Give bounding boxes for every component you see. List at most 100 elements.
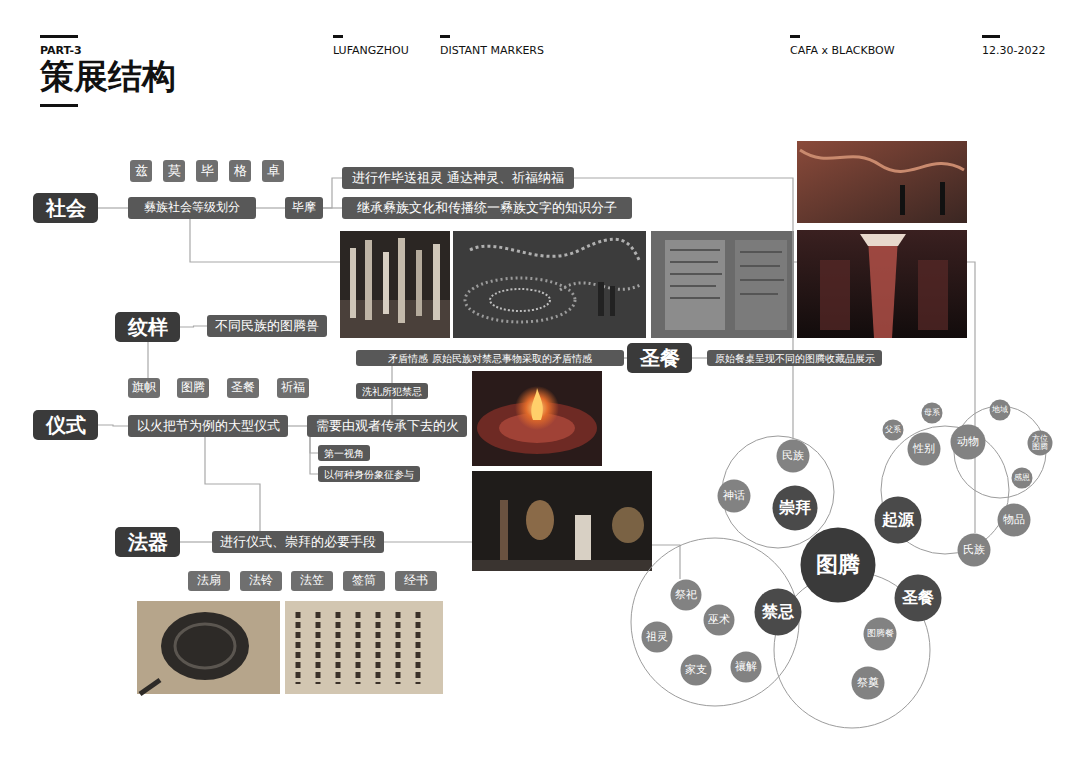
node-text: 氏族 — [963, 544, 985, 556]
info-box: 兹 — [130, 160, 152, 182]
info-box: 彝族社会等级划分 — [128, 197, 256, 219]
node-text: 进行作毕送祖灵 通达神灵、祈福纳福 — [352, 171, 564, 185]
category-box: 圣餐 — [627, 343, 692, 373]
bubble-fill — [908, 433, 941, 466]
topic-bubble: 动物 — [950, 424, 986, 460]
topic-bubble: 图腾餐 — [863, 617, 897, 651]
node-text: 矛盾情感 原始民族对禁忌事物采取的矛盾情感 — [388, 353, 591, 364]
connector — [310, 437, 318, 474]
node-text: 崇拜 — [779, 499, 811, 517]
node-text: 毕 — [201, 164, 214, 178]
node-text: 原始餐桌呈现不同的图腾收藏品展示 — [715, 353, 875, 364]
node-text: 仪式 — [46, 414, 86, 436]
info-box: 继承彝族文化和传播统一彝族文字的知识分子 — [342, 197, 632, 219]
info-box: 法铃 — [240, 571, 282, 591]
node-text: 图腾 — [816, 553, 860, 577]
topic-bubble: 感恩 — [1011, 467, 1033, 489]
header-label: LUFANGZHOU — [333, 44, 409, 57]
connector — [288, 425, 307, 426]
bubble-fill — [875, 497, 922, 544]
node-text: 社会 — [46, 197, 86, 219]
bubble-fill — [990, 400, 1011, 421]
node-text: 性别 — [913, 443, 935, 455]
info-box: 圣餐 — [227, 378, 259, 398]
topic-bubble: 祖灵 — [641, 621, 673, 653]
node-text: 格 — [234, 164, 247, 178]
node-text: 感恩 — [1014, 474, 1030, 483]
node-text: 父系 — [885, 426, 901, 435]
connector — [310, 437, 318, 453]
node-text: 莫 — [168, 164, 181, 178]
node-text: 法扇 — [197, 574, 221, 587]
node-text: 母系 — [924, 409, 940, 418]
node-text: 禳解 — [735, 661, 757, 673]
node-text: 第一视角 — [324, 448, 364, 459]
topic-bubble: 民族 — [776, 439, 810, 473]
node-text: 巫术 — [708, 614, 730, 626]
connector — [180, 541, 212, 542]
node-text: 神话 — [723, 490, 745, 502]
header-label: CAFA x BLACKBOW — [790, 44, 895, 57]
node-text: 动物 — [957, 436, 979, 448]
bubble-fill — [852, 667, 885, 700]
node-text: 祭奠 — [857, 677, 879, 689]
node-text: 圣餐 — [902, 589, 934, 607]
node-text: 洗礼所犯禁忌 — [362, 386, 422, 397]
topic-bubble: 物品 — [997, 503, 1031, 537]
category-box: 仪式 — [33, 410, 98, 440]
info-box: 洗礼所犯禁忌 — [356, 383, 428, 399]
topic-bubble: 母系 — [921, 402, 943, 424]
info-box: 以火把节为例的大型仪式 — [128, 415, 288, 437]
topic-bubble: 祭祀 — [670, 579, 702, 611]
node-text: 民族 — [782, 450, 804, 462]
node-text: 经书 — [404, 574, 428, 587]
node-text: 毕摩 — [292, 201, 316, 214]
category-box: 法器 — [115, 527, 180, 557]
info-box: 签筒 — [343, 571, 385, 591]
topic-bubble: 父系 — [882, 419, 904, 441]
bubble-fill — [777, 440, 810, 473]
node-text: 圣餐 — [640, 347, 680, 369]
node-text: 地域 — [992, 406, 1008, 415]
topic-bubble: 禳解 — [730, 651, 762, 683]
node-text: 以火把节为例的大型仪式 — [137, 419, 280, 433]
info-box: 进行作毕送祖灵 通达神灵、祈福纳福 — [342, 167, 574, 189]
node-text: 需要由观者传承下去的火 — [316, 419, 459, 433]
info-box: 祈福 — [277, 378, 309, 398]
node-text: 卓 — [267, 164, 280, 178]
node-text: 进行仪式、崇拜的必要手段 — [220, 535, 376, 549]
node-text: 圣餐 — [231, 381, 255, 394]
topic-bubble: 神话 — [717, 479, 751, 513]
node-text: 不同民族的图腾兽 — [215, 319, 319, 333]
category-box: 纹样 — [115, 312, 180, 342]
node-text: 旗帜 — [132, 381, 156, 394]
info-box: 法扇 — [188, 571, 230, 591]
node-text: 禁忌 — [762, 603, 794, 621]
topic-bubble: 地域 — [989, 399, 1011, 421]
topic-bubble: 氏族 — [957, 533, 991, 567]
info-box: 毕摩 — [285, 197, 323, 219]
topic-bubble: 崇拜 — [772, 485, 818, 531]
node-text: 家支 — [685, 664, 707, 676]
bubble-fill — [731, 652, 762, 683]
info-box: 以何种身份象征参与 — [318, 466, 420, 482]
node-text: 签筒 — [352, 574, 376, 587]
bubble-fill — [681, 655, 712, 686]
bubble-fill — [895, 575, 942, 622]
connector — [180, 326, 207, 327]
connector — [692, 357, 707, 358]
info-box: 第一视角 — [318, 445, 370, 461]
node-text: 兹 — [135, 164, 148, 178]
node-text: 图腾餐 — [867, 629, 894, 639]
node-text: 纹样 — [128, 316, 168, 338]
info-box: 毕 — [196, 160, 218, 182]
info-box: 卓 — [262, 160, 284, 182]
bubble-fill — [883, 420, 904, 441]
header-label: DISTANT MARKERS — [440, 44, 544, 57]
header-label: 12.30-2022 — [982, 44, 1045, 57]
topic-bubble: 性别 — [907, 432, 941, 466]
node-text: 法铃 — [249, 574, 273, 587]
bubble-fill — [671, 580, 702, 611]
topic-bubble: 祭奠 — [851, 666, 885, 700]
